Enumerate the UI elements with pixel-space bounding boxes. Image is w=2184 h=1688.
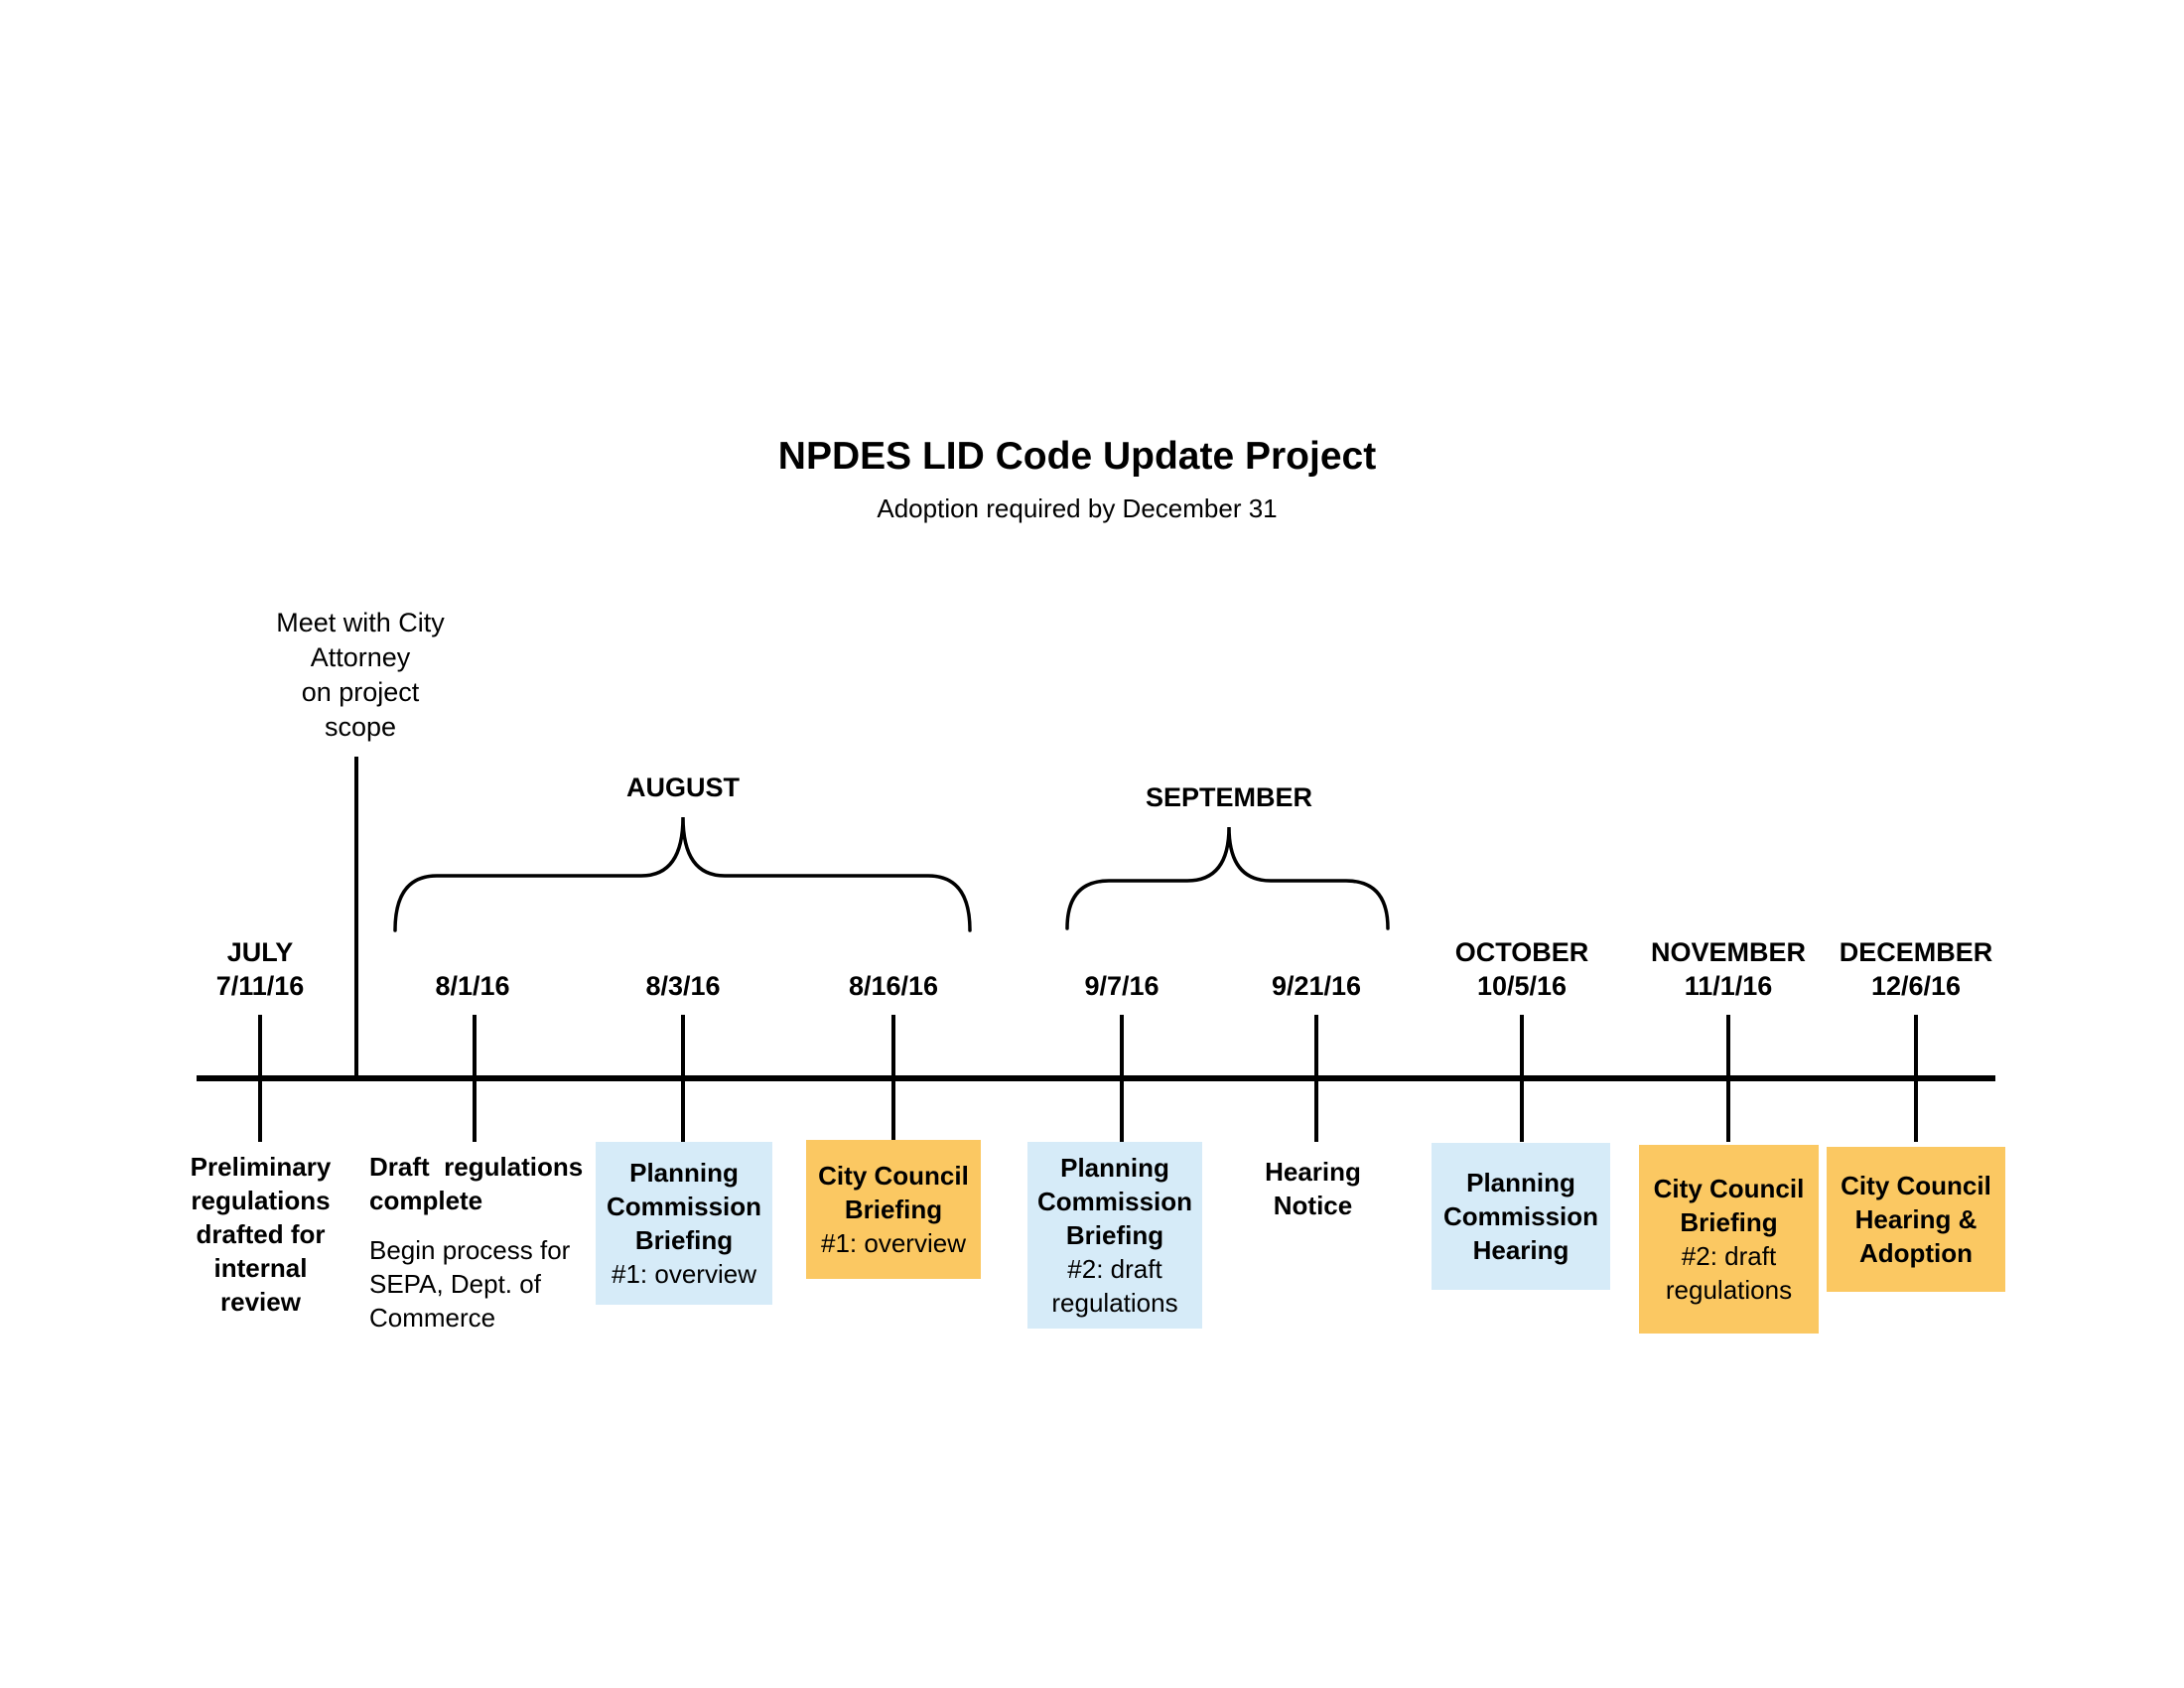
attorney-connector-line: [354, 757, 358, 1076]
timeline-axis: [197, 1075, 1995, 1081]
date-label: 9/21/16: [1271, 971, 1362, 1001]
axis-label-december: DECEMBER 12/6/16: [1807, 935, 2025, 1003]
axis-label-8-16: 8/16/16: [784, 969, 1003, 1003]
axis-label-9-21: 9/21/16: [1207, 969, 1426, 1003]
month-label: JULY: [226, 937, 294, 967]
timeline-tick-9-7: [1120, 1015, 1124, 1142]
timeline-tick-12-6: [1914, 1015, 1918, 1142]
axis-label-november: NOVEMBER 11/1/16: [1619, 935, 1838, 1003]
page-title: NPDES LID Code Update Project: [777, 435, 1377, 478]
event-city-council-briefing-1: City Council Briefing #1: overview: [806, 1140, 981, 1279]
event-city-council-hearing-adoption: City Council Hearing & Adoption: [1827, 1147, 2005, 1292]
date-label: 8/1/16: [435, 971, 510, 1001]
event-draft-regulations-complete: Draft regulations complete Begin process…: [369, 1152, 584, 1333]
month-label: DECEMBER: [1839, 937, 1993, 967]
event-planning-commission-briefing-1: Planning Commission Briefing #1: overvie…: [596, 1142, 772, 1305]
date-label: 7/11/16: [215, 971, 305, 1001]
date-label: 12/6/16: [1870, 971, 1962, 1001]
event-planning-commission-briefing-2: Planning Commission Briefing #2: draft r…: [1027, 1142, 1202, 1329]
axis-label-8-3: 8/3/16: [574, 969, 792, 1003]
meet-attorney-note: Meet with City Attorney on project scope: [276, 608, 445, 742]
month-label: NOVEMBER: [1650, 937, 1806, 967]
event-preliminary-regulations: Preliminary regulations drafted for inte…: [190, 1152, 332, 1317]
date-label: 11/1/16: [1684, 971, 1773, 1001]
timeline-tick-8-1: [473, 1015, 477, 1142]
timeline-tick-8-16: [891, 1015, 895, 1142]
september-bracket-label: SEPTEMBER: [1145, 782, 1313, 812]
date-label: 10/5/16: [1476, 971, 1568, 1001]
date-label: 9/7/16: [1084, 971, 1160, 1001]
date-label: 8/16/16: [848, 971, 939, 1001]
date-label: 8/3/16: [645, 971, 721, 1001]
event-planning-commission-hearing: Planning Commission Hearing: [1432, 1143, 1610, 1290]
august-brace: [393, 816, 972, 932]
event-hearing-notice: Hearing Notice: [1265, 1157, 1361, 1220]
september-brace: [1065, 826, 1390, 930]
axis-label-july: JULY 7/11/16: [151, 935, 369, 1003]
axis-label-october: OCTOBER 10/5/16: [1413, 935, 1631, 1003]
page-subtitle: Adoption required by December 31: [877, 493, 1278, 523]
month-label: OCTOBER: [1454, 937, 1589, 967]
august-bracket-label: AUGUST: [626, 773, 740, 802]
timeline-tick-10-5: [1520, 1015, 1524, 1142]
event-city-council-briefing-2: City Council Briefing #2: draft regulati…: [1639, 1145, 1819, 1334]
timeline-tick-7-11: [258, 1015, 262, 1142]
axis-label-8-1: 8/1/16: [363, 969, 582, 1003]
timeline-tick-11-1: [1726, 1015, 1730, 1142]
timeline-tick-9-21: [1314, 1015, 1318, 1142]
axis-label-9-7: 9/7/16: [1013, 969, 1231, 1003]
timeline-tick-8-3: [681, 1015, 685, 1142]
